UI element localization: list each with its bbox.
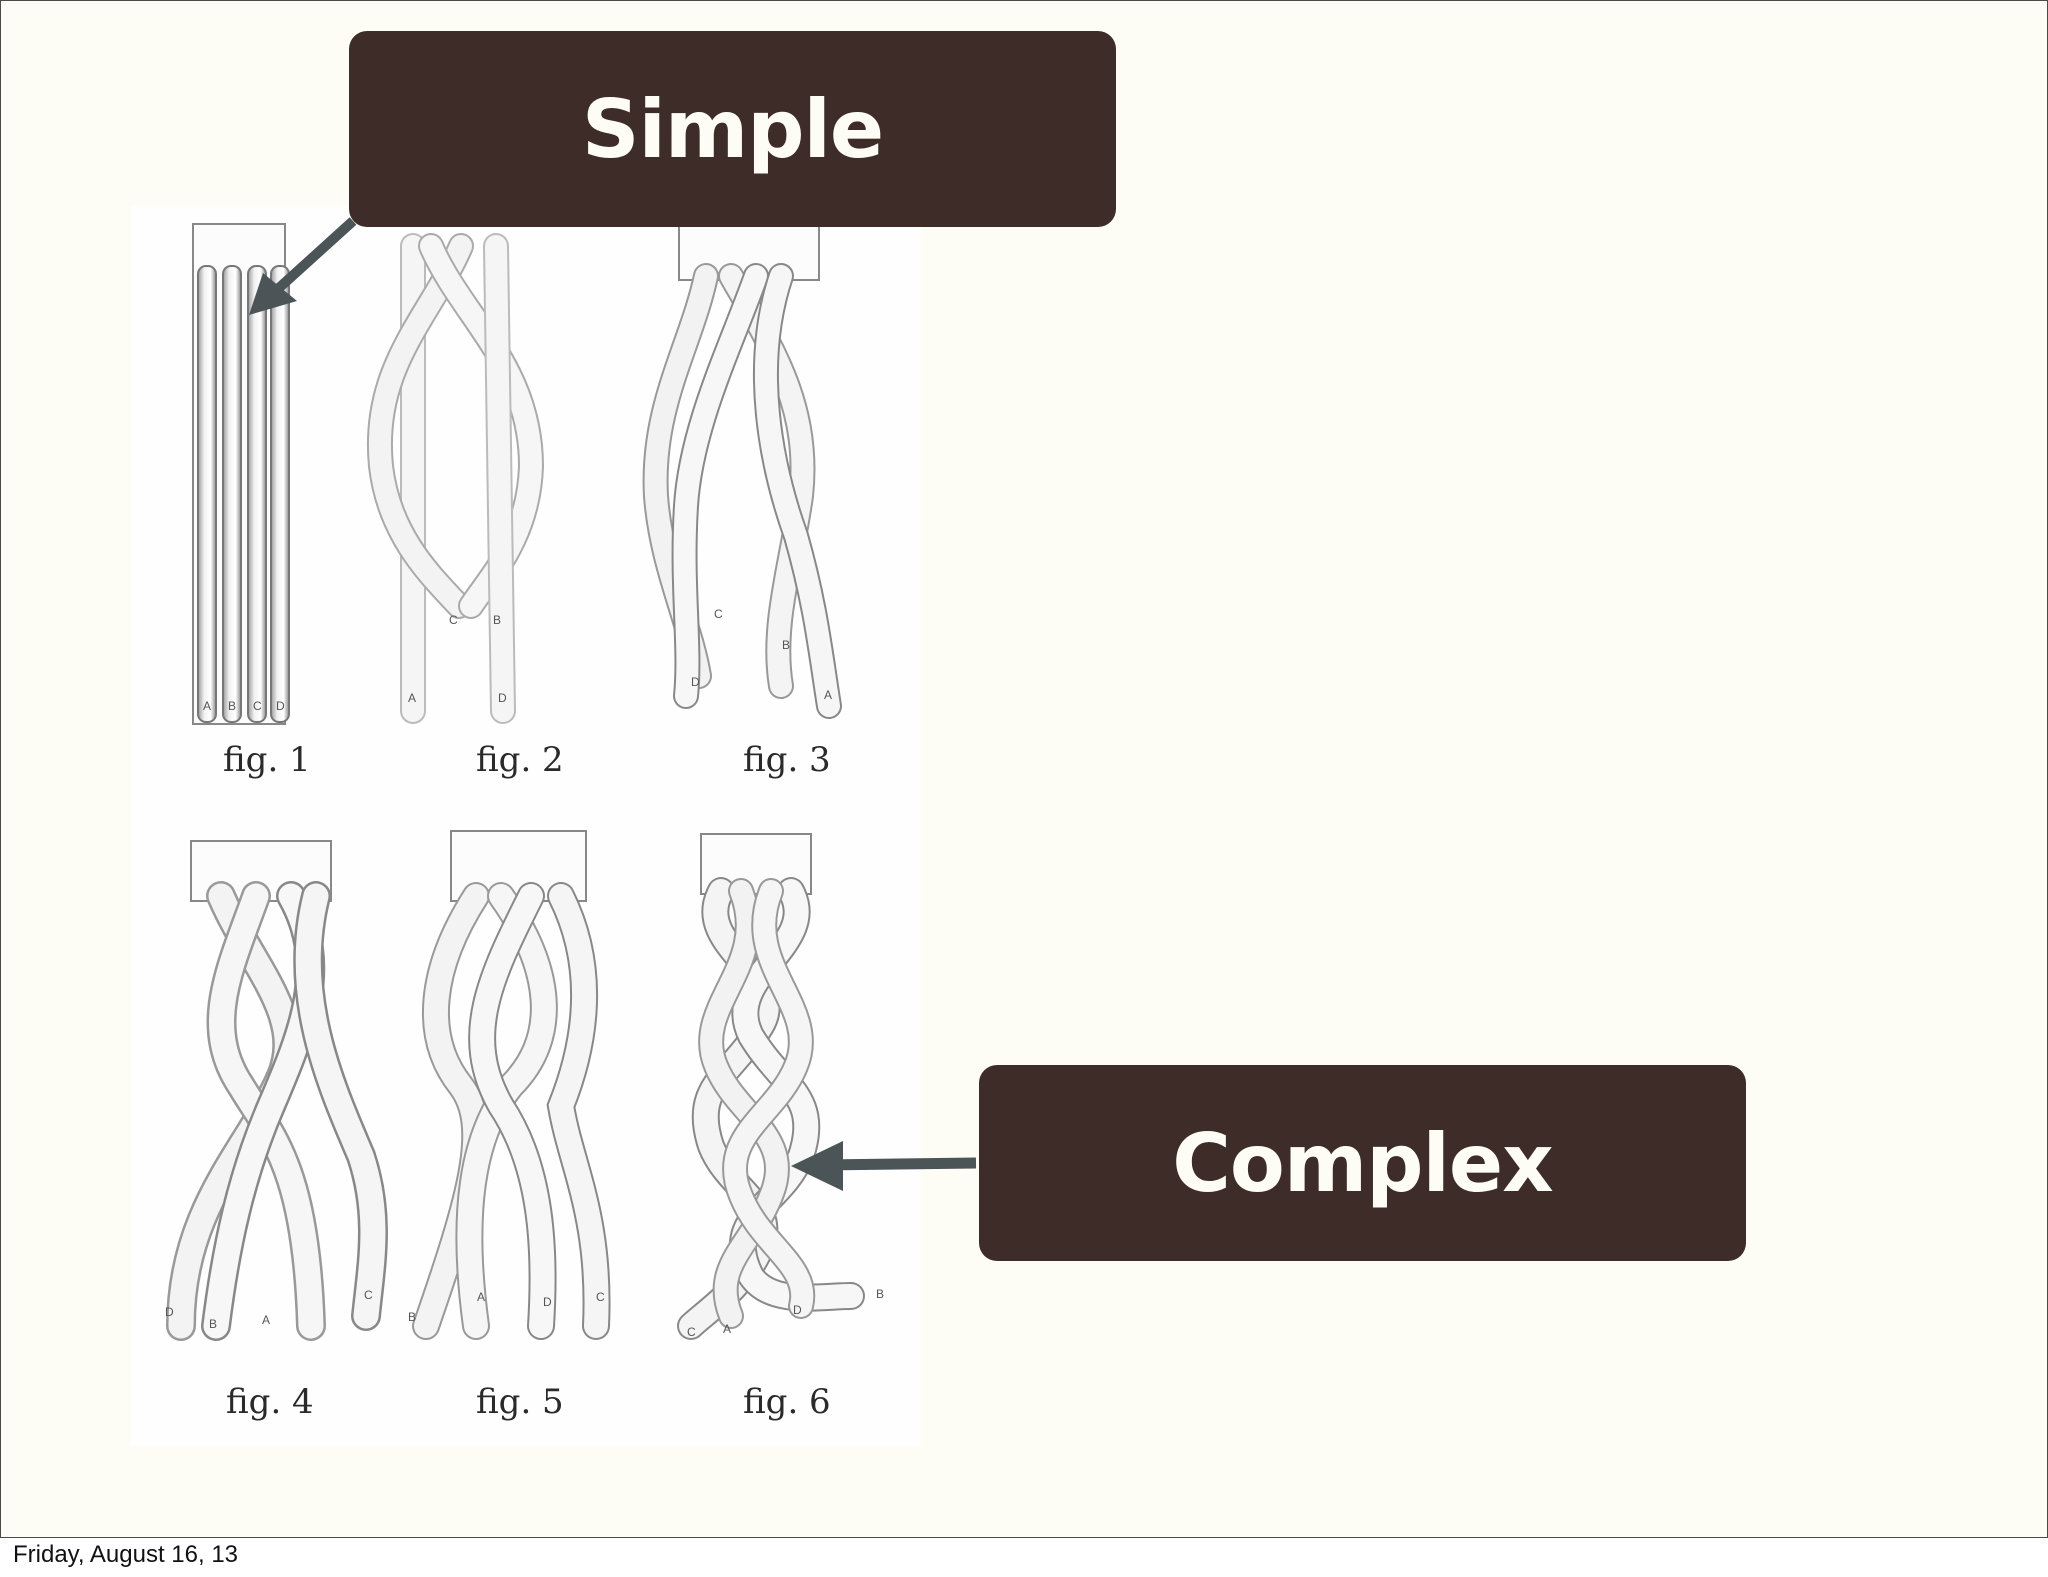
fig-6-label: fig. 6 [743, 1382, 831, 1422]
svg-text:C: C [596, 1290, 605, 1304]
svg-text:D: D [691, 675, 700, 689]
fig-4-label: fig. 4 [226, 1382, 314, 1422]
svg-text:D: D [498, 691, 507, 705]
svg-text:B: B [876, 1287, 884, 1301]
svg-text:C: C [714, 607, 723, 621]
svg-text:D: D [165, 1305, 174, 1319]
figure-2: A C B D fig. 2 [366, 233, 564, 780]
figure-5: B A D C fig. 5 [408, 830, 611, 1422]
svg-text:A: A [408, 691, 416, 705]
svg-text:D: D [543, 1295, 552, 1309]
svg-text:C: C [449, 613, 458, 627]
svg-text:D: D [793, 1303, 802, 1317]
slide: A B C D fig. 1 A C B D fig. 2 [0, 0, 2048, 1538]
figure-4: D B A C fig. 4 [165, 840, 388, 1422]
callout-complex: Complex [979, 1065, 1746, 1261]
svg-text:A: A [824, 688, 832, 702]
fig-1-label: fig. 1 [223, 740, 311, 780]
svg-text:C: C [364, 1288, 373, 1302]
footer-date: Friday, August 16, 13 [13, 1541, 239, 1568]
callout-simple: Simple [349, 31, 1116, 227]
svg-text:A: A [203, 699, 211, 713]
svg-text:B: B [782, 638, 790, 652]
svg-text:B: B [408, 1310, 416, 1324]
fig-2-label: fig. 2 [476, 740, 564, 780]
figure-3: D C B A fig. 3 [642, 223, 842, 780]
svg-text:A: A [723, 1322, 731, 1336]
svg-text:D: D [276, 699, 285, 713]
svg-text:A: A [477, 1290, 485, 1304]
svg-text:B: B [493, 613, 501, 627]
svg-text:C: C [253, 699, 262, 713]
svg-text:B: B [228, 699, 236, 713]
figure-6: C A D B fig. 6 [677, 833, 884, 1422]
callout-simple-label: Simple [581, 82, 884, 176]
fig-3-label: fig. 3 [743, 740, 831, 780]
svg-text:C: C [687, 1325, 696, 1339]
svg-text:B: B [209, 1317, 217, 1331]
braiding-steps-illustration: A B C D fig. 1 A C B D fig. 2 [131, 206, 921, 1446]
fig-5-label: fig. 5 [476, 1382, 564, 1422]
callout-complex-label: Complex [1172, 1116, 1554, 1210]
svg-text:A: A [262, 1313, 270, 1327]
